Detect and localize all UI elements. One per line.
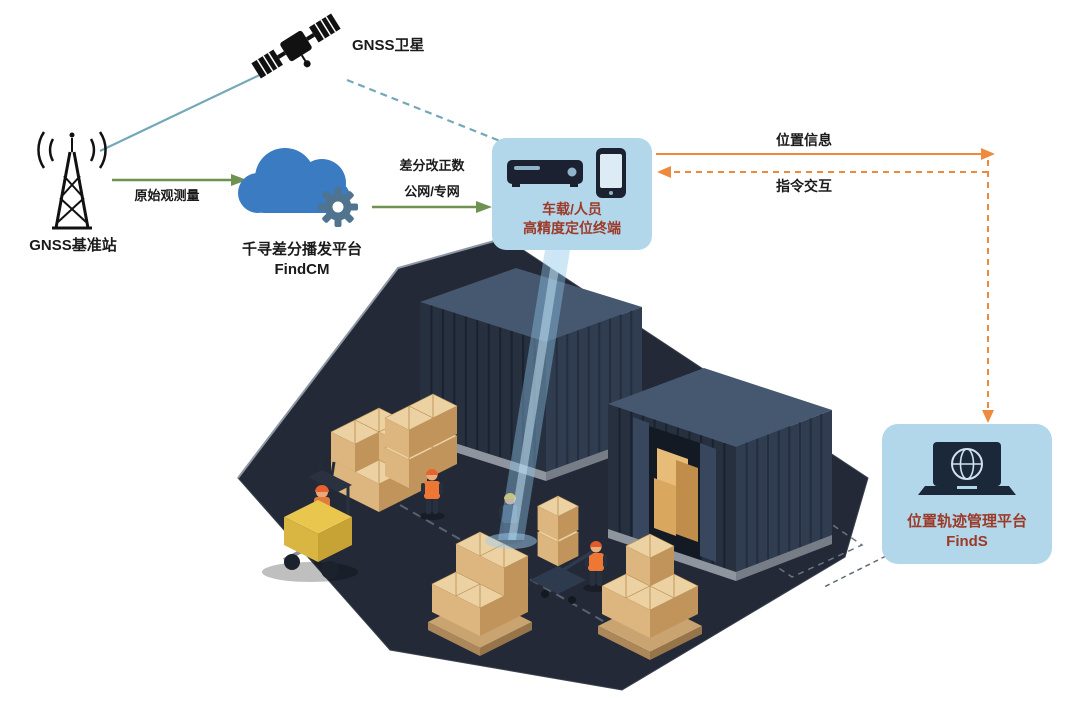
satellite-terminal-link (346, 78, 501, 143)
cargo-stacks-front (428, 495, 702, 660)
cloud-platform-product: FindCM (274, 261, 330, 279)
cargo-stacks-back (330, 393, 458, 512)
positioning-beam (485, 250, 570, 549)
forklift-icon (262, 457, 358, 582)
position-info-label: 位置信息 (776, 132, 832, 148)
command-interaction-label: 指令交互 (776, 178, 832, 194)
raw-observation-arrow-head (231, 174, 247, 186)
gear-icon (318, 187, 358, 227)
container-door-panel (700, 443, 716, 562)
platform-label: 位置轨迹管理平台 FindS (884, 512, 1050, 553)
terminal-label-line1: 车载/人员 (542, 201, 602, 217)
platform-panel (882, 424, 1052, 564)
base-station-label: GNSS基准站 (29, 237, 117, 254)
command-arrow-head (657, 166, 671, 178)
terminal-label: 车载/人员 高精度定位终端 (497, 200, 647, 238)
terminal-label-line2: 高精度定位终端 (523, 219, 621, 236)
cloud-gear-icon (238, 148, 358, 227)
laptop-globe-icon (918, 442, 1016, 495)
raw-observation-label: 原始观测量 (134, 188, 200, 203)
correction-arrow-head (476, 201, 492, 213)
correction-label-line2: 公网/专网 (404, 184, 460, 199)
satellite-icon (251, 13, 341, 79)
ground-marked-area (743, 512, 864, 578)
correction-label-line1: 差分改正数 (399, 158, 465, 173)
radio-tower-icon (37, 131, 107, 230)
platform-label-product: FindS (946, 533, 988, 551)
satellite-label: GNSS卫星 (352, 37, 425, 54)
platform-label-name: 位置轨迹管理平台 (906, 513, 1027, 530)
receiver-icon (507, 160, 583, 187)
container-door-panel (633, 417, 649, 545)
position-info-arrow-head (981, 148, 995, 160)
smartphone-icon (596, 148, 626, 198)
ground-edge-highlight (237, 237, 506, 479)
platform-scene-link (821, 555, 887, 589)
satellite-basestation-link (99, 70, 269, 152)
platform-downlink-arrow-head (982, 410, 994, 423)
diagram-links (99, 70, 995, 589)
terminal-panel (492, 138, 652, 250)
cloud-platform-name: 千寻差分播发平台 (241, 241, 362, 258)
cloud-platform-label: 千寻差分播发平台 FindCM (222, 240, 382, 281)
